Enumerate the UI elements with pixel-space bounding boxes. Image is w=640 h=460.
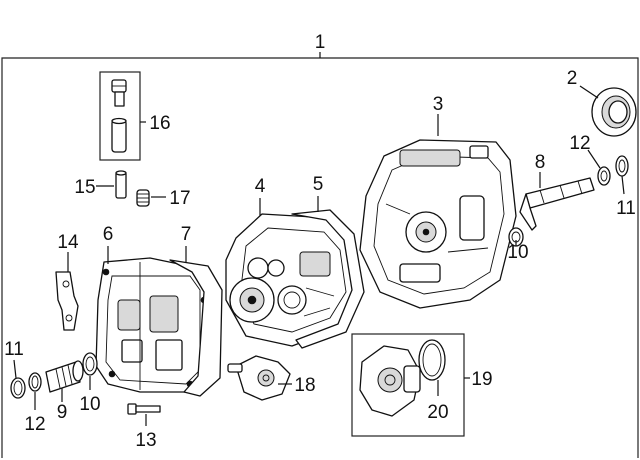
callout-10-right[interactable]: 10 bbox=[507, 242, 528, 263]
part-13-bolt[interactable] bbox=[127, 403, 161, 426]
callout-20[interactable]: 20 bbox=[427, 402, 448, 423]
part-7-gasket[interactable] bbox=[169, 246, 223, 397]
callout-3[interactable]: 3 bbox=[433, 94, 444, 115]
callout-5[interactable]: 5 bbox=[313, 174, 324, 195]
callout-6[interactable]: 6 bbox=[103, 224, 114, 245]
callout-4[interactable]: 4 bbox=[255, 176, 266, 197]
part-10-left-seal-ring[interactable] bbox=[82, 352, 98, 390]
part-6-side-cover[interactable] bbox=[95, 246, 213, 393]
callout-11-left[interactable]: 11 bbox=[4, 339, 24, 360]
part-20-o-ring[interactable] bbox=[418, 339, 446, 396]
part-15-pin[interactable] bbox=[96, 170, 127, 199]
part-4-housing[interactable] bbox=[225, 198, 361, 347]
callout-15[interactable]: 15 bbox=[74, 177, 95, 198]
part-17-spring[interactable] bbox=[136, 189, 166, 207]
part-12-left-washer[interactable] bbox=[28, 372, 42, 410]
callout-19[interactable]: 19 bbox=[471, 369, 492, 390]
part-12-right-washer[interactable] bbox=[587, 149, 611, 186]
part-5-gasket[interactable] bbox=[291, 196, 365, 349]
part-14-bracket[interactable] bbox=[55, 252, 79, 331]
callout-12-right[interactable]: 12 bbox=[569, 133, 590, 154]
callout-8[interactable]: 8 bbox=[535, 152, 546, 173]
callout-9[interactable]: 9 bbox=[57, 402, 68, 423]
callout-12-left[interactable]: 12 bbox=[24, 414, 45, 435]
callout-1[interactable]: 1 bbox=[315, 32, 326, 53]
part-9-shaft-stub[interactable] bbox=[45, 360, 84, 402]
callout-17[interactable]: 17 bbox=[169, 188, 190, 209]
callout-16[interactable]: 16 bbox=[149, 113, 170, 134]
part-11-left-snap-ring[interactable] bbox=[10, 359, 26, 399]
callout-11-right[interactable]: 11 bbox=[616, 198, 636, 219]
part-2-seal[interactable] bbox=[579, 85, 637, 137]
callout-14[interactable]: 14 bbox=[57, 232, 79, 253]
callout-18[interactable]: 18 bbox=[294, 375, 315, 396]
part-19-pump-kit[interactable] bbox=[351, 333, 470, 437]
part-10-right-seal-ring[interactable] bbox=[508, 227, 524, 247]
callout-10-left[interactable]: 10 bbox=[79, 394, 100, 415]
part-3-transaxle-case[interactable] bbox=[359, 114, 517, 309]
callout-13[interactable]: 13 bbox=[135, 430, 156, 451]
part-18-valve-body[interactable] bbox=[227, 355, 292, 401]
part-16-box bbox=[99, 71, 141, 161]
assembly-frame: 1 bbox=[1, 32, 639, 458]
part-16-sensor-kit[interactable] bbox=[99, 71, 146, 161]
callout-7[interactable]: 7 bbox=[181, 224, 192, 245]
callout-2[interactable]: 2 bbox=[567, 68, 578, 89]
part-19-box bbox=[351, 333, 465, 437]
part-8-output-shaft[interactable] bbox=[519, 172, 595, 231]
part-11-right-snap-ring[interactable] bbox=[615, 155, 629, 195]
